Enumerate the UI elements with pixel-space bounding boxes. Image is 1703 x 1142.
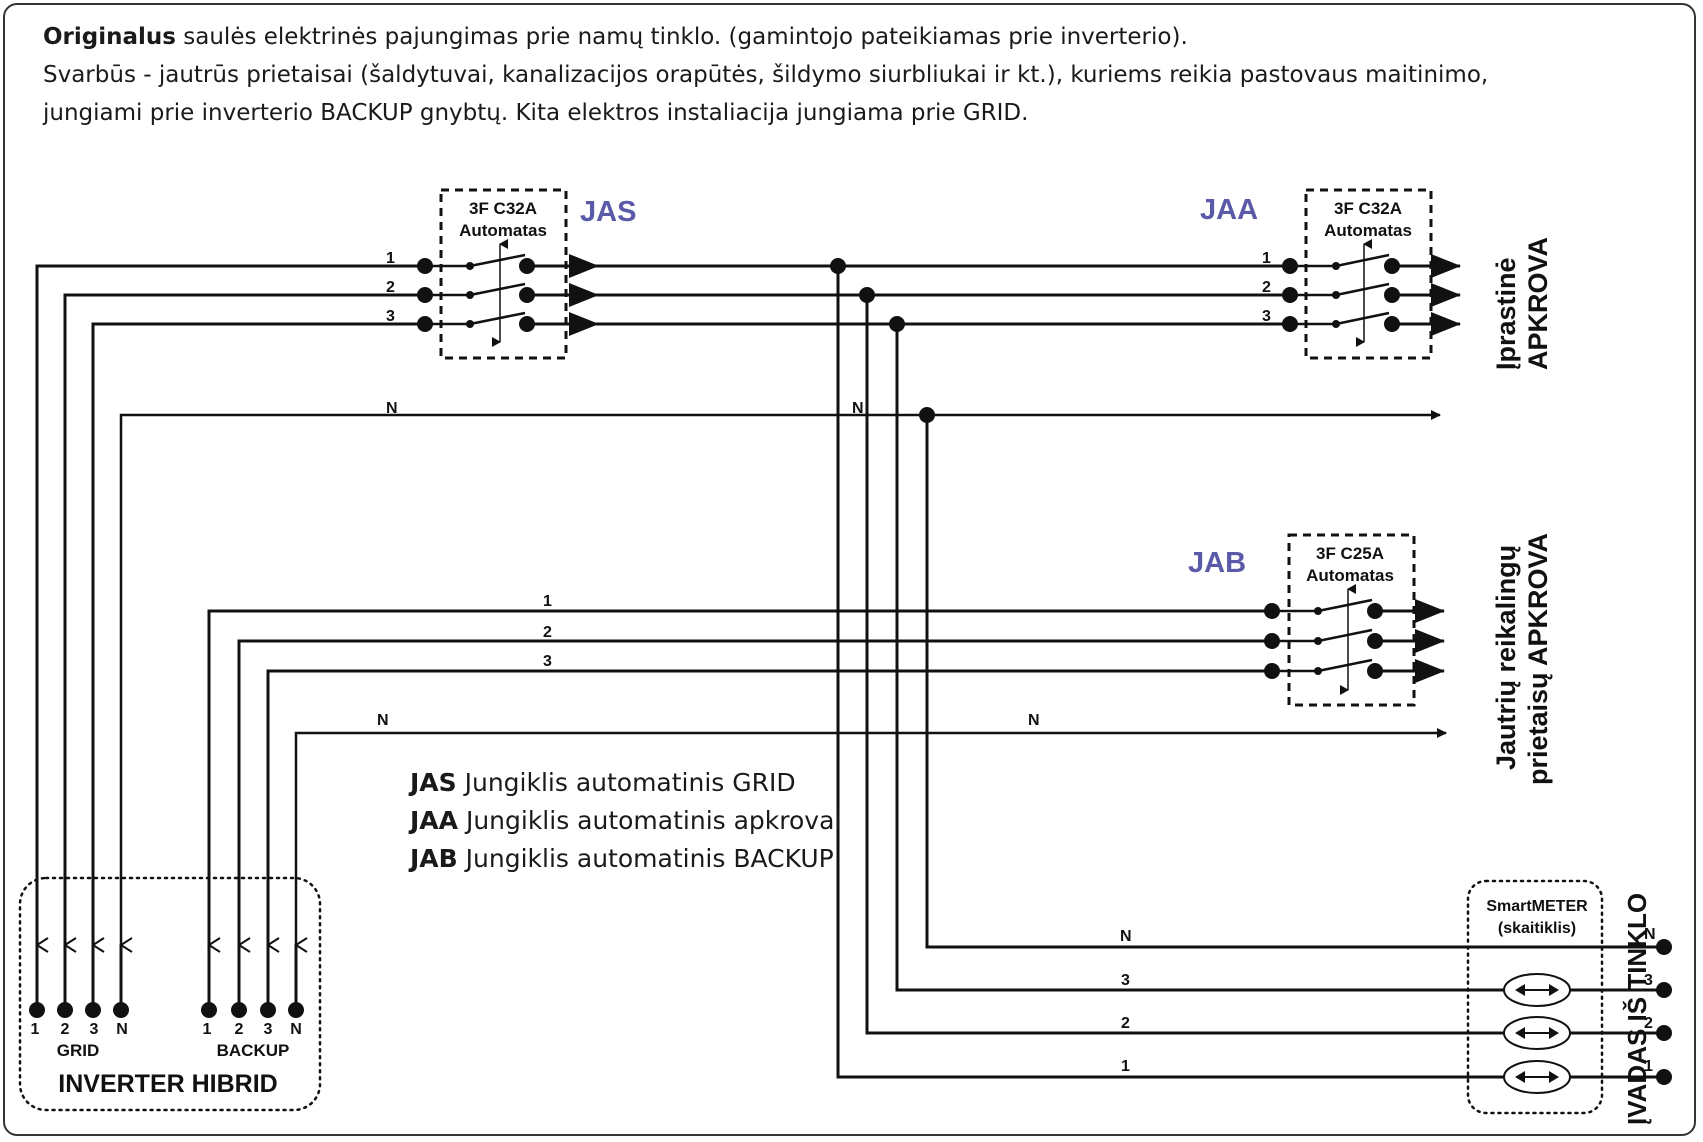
input-wire-3	[895, 324, 1664, 992]
diagram-frame	[3, 3, 1696, 1136]
diagram-description: Originalus saulės elektrinės pajungimas …	[43, 18, 1683, 132]
jaa-id: JAA	[1200, 194, 1258, 226]
grid-wire-3	[91, 322, 425, 1010]
phase-label: 1	[386, 250, 395, 267]
phase-label: N	[1028, 712, 1040, 729]
description-line-3: jungiami prie inverterio BACKUP gnybtų. …	[43, 100, 1029, 126]
phase-label: N	[377, 712, 389, 729]
inverter-hibrid: 1 2 3 N 1 2 3 N GRID BACKUP INVERTER HIB…	[18, 876, 322, 1112]
phase-label: 3	[1644, 972, 1653, 989]
sensitive-load-label-1: Jautrių reikalingų	[1491, 545, 1521, 770]
breaker-jab	[1264, 533, 1416, 707]
grid-wire-2	[63, 293, 425, 1010]
input-wire-2	[865, 295, 1664, 1035]
jaa-rating: 3F C32A	[1334, 199, 1402, 218]
terminal-label: 2	[235, 1021, 244, 1038]
terminal-label: 3	[90, 1021, 99, 1038]
terminal-label: 1	[203, 1021, 212, 1038]
phase-label: 3	[1121, 972, 1130, 989]
phase-label: 1	[543, 593, 552, 610]
grid-terminals-label: GRID	[57, 1041, 100, 1060]
jab-id: JAB	[1188, 547, 1246, 579]
breaker-jas	[417, 188, 568, 360]
breaker-jaa	[1282, 188, 1433, 360]
phase-label: 2	[1121, 1015, 1130, 1032]
terminal-label: N	[116, 1021, 128, 1038]
smart-meter: SmartMETER (skaitiklis)	[1466, 879, 1604, 1115]
jab-rating: 3F C25A	[1316, 544, 1384, 563]
normal-load-label-2: APKROVA	[1523, 237, 1553, 370]
grid-wire-1	[35, 264, 425, 1010]
jab-type: Automatas	[1306, 566, 1394, 585]
jas-to-jaa-wires	[527, 254, 1461, 336]
backup-wire-2	[237, 639, 1270, 1010]
jas-rating: 3F C32A	[469, 199, 537, 218]
phase-label: 2	[1644, 1015, 1653, 1032]
grid-input-label: ĮVADAS IŠ TINKLO	[1622, 893, 1652, 1125]
phase-label: 2	[386, 279, 395, 296]
grid-input-wires	[836, 266, 1664, 1079]
junction-dots	[830, 258, 1672, 1085]
input-wire-n	[925, 415, 1664, 949]
terminal-label: N	[290, 1021, 302, 1038]
phase-label: 2	[543, 624, 552, 641]
legend-item-jaa: JAA Jungiklis automatinis apkrovai	[410, 806, 842, 835]
sensitive-load-label-2: prietaisų APKROVA	[1523, 533, 1553, 785]
grid-wire-n	[119, 410, 1441, 1010]
grid-wires	[35, 264, 1441, 1010]
terminal-label: 3	[264, 1021, 273, 1038]
legend: JAS Jungiklis automatinis GRID JAA Jungi…	[410, 764, 841, 878]
legend-item-jab: JAB Jungiklis automatinis BACKUP	[410, 844, 834, 873]
meter-label-1: SmartMETER	[1486, 898, 1588, 915]
phase-label: 1	[1644, 1058, 1653, 1075]
phase-label: 2	[1262, 279, 1271, 296]
phase-label: 3	[386, 308, 395, 325]
phase-label: N	[1644, 926, 1656, 943]
terminal-label: 2	[61, 1021, 70, 1038]
phase-label: 3	[543, 653, 552, 670]
phase-label: N	[1120, 928, 1132, 945]
phase-label: N	[386, 400, 398, 417]
legend-item-jas: JAS Jungiklis automatinis GRID	[410, 768, 796, 797]
phase-label: 1	[1262, 250, 1271, 267]
backup-wire-n	[294, 728, 1447, 1010]
phase-label: N	[852, 400, 864, 417]
normal-load-label-1: Įprastinė	[1491, 257, 1521, 370]
description-line-2: Svarbūs - jautrūs prietaisai (šaldytuvai…	[43, 62, 1489, 88]
jaa-type: Automatas	[1324, 221, 1412, 240]
terminal-label: 1	[31, 1021, 40, 1038]
description-line-1: Originalus saulės elektrinės pajungimas …	[43, 24, 1188, 50]
phase-label: 1	[1121, 1058, 1130, 1075]
backup-terminals-label: BACKUP	[217, 1041, 290, 1060]
meter-label-2: (skaitiklis)	[1498, 920, 1576, 937]
input-wire-1	[836, 266, 1664, 1079]
backup-wire-3	[266, 669, 1270, 1010]
jas-id: JAS	[580, 196, 636, 228]
phase-label: 3	[1262, 308, 1271, 325]
inverter-title: INVERTER HIBRID	[58, 1070, 277, 1098]
jas-type: Automatas	[459, 221, 547, 240]
